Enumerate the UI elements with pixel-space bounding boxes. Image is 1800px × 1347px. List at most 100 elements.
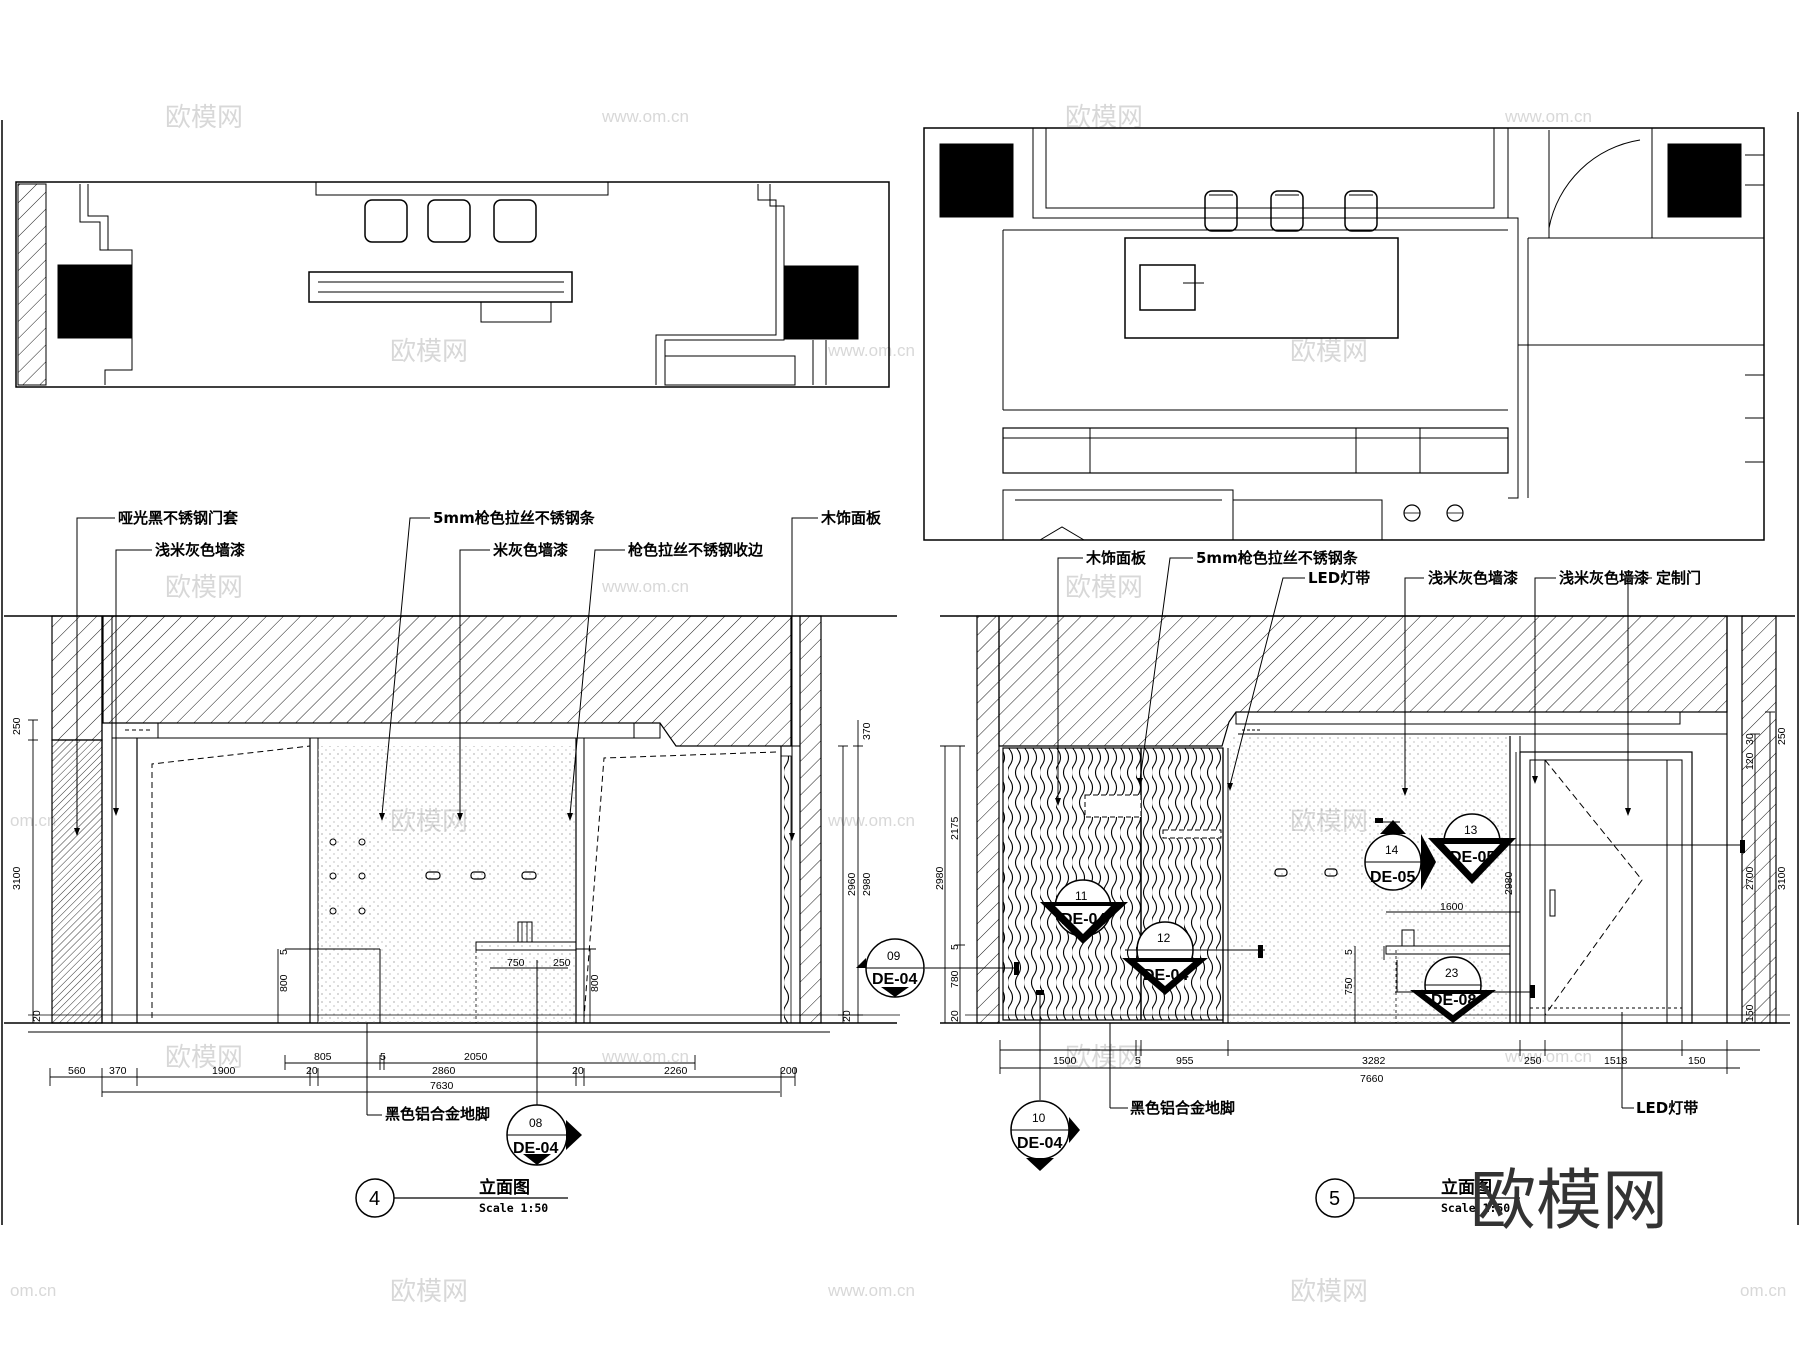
dim: 250	[1776, 727, 1788, 745]
brand-logo: 欧模网	[1470, 1162, 1668, 1239]
watermark-url: www.om.cn	[601, 577, 689, 596]
watermark: 欧模网	[390, 337, 468, 367]
watermark: 欧模网	[1290, 1277, 1368, 1307]
title-block-5: 5 立面图 Scale 1:50	[1315, 1177, 1520, 1218]
watermark: 欧模网	[1290, 337, 1368, 367]
dim: 805	[314, 1051, 332, 1063]
dim: 5	[1343, 949, 1355, 955]
dim: 150	[1688, 1055, 1706, 1067]
callout-wood-panel: 木饰面板	[820, 509, 882, 527]
dim: 5	[949, 944, 961, 950]
dim: 2175	[949, 816, 961, 840]
dim: 20	[572, 1065, 584, 1077]
tag-ref: DE-05	[1450, 849, 1495, 866]
dim: 20	[949, 1010, 961, 1022]
tag-ref: DE-04	[1061, 911, 1106, 928]
watermark: 欧模网	[390, 1277, 468, 1307]
dim: 2980	[861, 872, 873, 896]
tag-number: 12	[1157, 931, 1171, 945]
tag-ref: DE-04	[872, 971, 917, 988]
section-tag-10: 10 DE-04	[1010, 1100, 1080, 1171]
dim: 370	[861, 722, 873, 740]
dim: 750	[1343, 977, 1355, 995]
watermark: 欧模网	[1065, 1043, 1143, 1073]
dim: 3100	[1776, 866, 1788, 890]
tag-number: 23	[1445, 966, 1459, 980]
dim: 5	[380, 1051, 386, 1063]
callout-beige-paint: 浅米灰色墙漆	[1559, 569, 1649, 587]
dim: 250	[553, 957, 571, 969]
dim: 250	[1524, 1055, 1542, 1067]
dim: 5	[1135, 1055, 1141, 1067]
callout-beige-paint: 浅米灰色墙漆	[155, 541, 245, 559]
title-scale: Scale 1:50	[1441, 1201, 1510, 1215]
dim: 2980	[1503, 871, 1515, 895]
dim: 2860	[432, 1065, 456, 1077]
watermark: 欧模网	[165, 1043, 243, 1073]
watermark-url: www.om.cn	[1504, 1047, 1592, 1066]
watermark: 欧模网	[1065, 573, 1143, 603]
dim: 3282	[1362, 1055, 1386, 1067]
dim: 3100	[11, 866, 23, 890]
dim: 2700	[1744, 866, 1756, 890]
tag-ref: DE-04	[513, 1140, 558, 1157]
dim: 20	[306, 1065, 318, 1077]
callout-steel-edge: 枪色拉丝不锈钢收边	[628, 541, 764, 559]
title-name: 立面图	[1441, 1177, 1492, 1198]
dim: 250	[11, 717, 23, 735]
watermark-layer: 欧模网 www.om.cn 欧模网 www.om.cn 欧模网 www.om.c…	[10, 103, 1786, 1307]
watermark-url: www.om.cn	[601, 1047, 689, 1066]
tag-ref: DE-04	[1017, 1135, 1062, 1152]
dim: 1518	[1604, 1055, 1628, 1067]
tag-number: 09	[887, 949, 901, 963]
dim: 200	[780, 1065, 798, 1077]
watermark: 欧模网	[165, 103, 243, 133]
dim: 30	[1744, 733, 1756, 745]
dim: 370	[109, 1065, 127, 1077]
callout-led-strip-bottom: LED灯带	[1636, 1099, 1698, 1117]
tag-number: 11	[1075, 889, 1088, 903]
dim: 800	[589, 974, 601, 992]
elevation-4: 哑光黑不锈钢门套 浅米灰色墙漆 5mm枪色拉丝不锈钢条 米灰色墙漆 枪色拉丝不锈…	[4, 509, 900, 1218]
tag-ref: DE-05	[1370, 869, 1415, 886]
title-scale: Scale 1:50	[479, 1201, 548, 1215]
elevation-5: 木饰面板 5mm枪色拉丝不锈钢条 LED灯带 浅米灰色墙漆 浅米灰色墙漆 定制门…	[856, 549, 1795, 1218]
left-plan-view	[15, 181, 890, 388]
watermark-url: www.om.cn	[827, 811, 915, 830]
dim: 2050	[464, 1051, 488, 1063]
dim: 1500	[1053, 1055, 1077, 1067]
section-tag-08: 08 DE-04	[506, 960, 582, 1166]
tag-number: 10	[1032, 1111, 1046, 1125]
dim-total: 7630	[430, 1080, 454, 1092]
title-name: 立面图	[479, 1177, 530, 1198]
dim: 2960	[846, 872, 858, 896]
dim: 20	[841, 1010, 853, 1022]
section-tag-11: 11 DE-04	[1040, 879, 1128, 944]
dim: 780	[949, 970, 961, 988]
callout-skirting: 黑色铝合金地脚	[385, 1105, 490, 1123]
callout-wood-panel: 木饰面板	[1085, 549, 1147, 567]
section-tag-23: 23 DE-08	[1410, 956, 1496, 1023]
callout-door-frame: 哑光黑不锈钢门套	[118, 509, 239, 527]
dim: 1600	[1440, 901, 1464, 913]
section-tag-09: 09 DE-04	[856, 938, 925, 998]
dim: 120	[1744, 752, 1756, 770]
title-number: 5	[1329, 1188, 1340, 1210]
tag-number: 13	[1464, 823, 1478, 837]
section-tag-14: 14 DE-05	[1364, 820, 1436, 891]
dim: 800	[278, 974, 290, 992]
callout-rice-grey-paint: 米灰色墙漆	[493, 541, 568, 559]
title-block-4: 4 立面图 Scale 1:50	[355, 1177, 568, 1218]
right-plan-view	[923, 127, 1765, 541]
dim: 20	[31, 1010, 43, 1022]
watermark-url: www.om.cn	[827, 1281, 915, 1300]
dim: 750	[507, 957, 525, 969]
tag-ref: DE-08	[1431, 992, 1476, 1009]
callout-beige-paint: 浅米灰色墙漆	[1428, 569, 1518, 587]
dim-total: 7660	[1360, 1073, 1384, 1085]
watermark-url: om.cn	[1740, 1281, 1786, 1300]
watermark-url: om.cn	[10, 1281, 56, 1300]
watermark-url: www.om.cn	[827, 341, 915, 360]
callout-steel-strip: 5mm枪色拉丝不锈钢条	[433, 509, 596, 527]
